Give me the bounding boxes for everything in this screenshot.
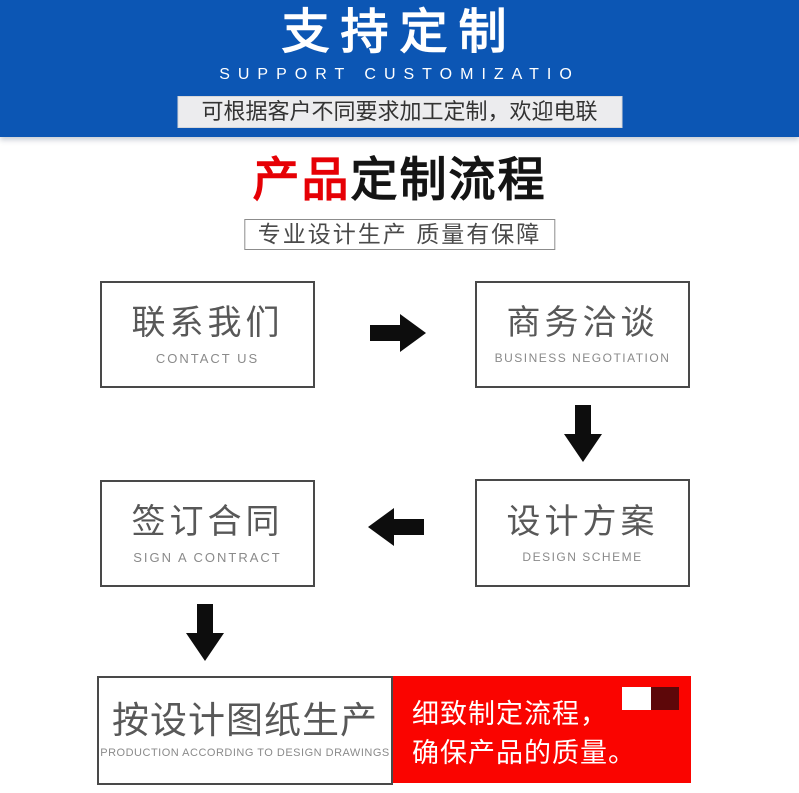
banner: 支持定制 SUPPORT CUSTOMIZATIO 可根据客户不同要求加工定制，… bbox=[0, 0, 799, 137]
flow-step-production: 按设计图纸生产 PRODUCTION ACCORDING TO DESIGN D… bbox=[97, 676, 393, 785]
step-label-zh: 按设计图纸生产 bbox=[112, 700, 378, 741]
step-label-en: BUSINESS NEGOTIATION bbox=[494, 351, 671, 365]
step-label-zh: 签订合同 bbox=[131, 502, 284, 541]
process-title: 产品定制流程 bbox=[0, 151, 799, 209]
process-title-highlight: 产品 bbox=[252, 153, 351, 206]
note-line-2: 确保产品的质量。 bbox=[412, 738, 636, 768]
arrow-down-icon bbox=[564, 405, 602, 462]
note-line-1: 细致制定流程， bbox=[412, 699, 608, 729]
step-label-zh: 商务洽谈 bbox=[506, 304, 659, 342]
flow-step-contact-us: 联系我们 CONTACT US bbox=[100, 281, 315, 388]
arrow-down-icon bbox=[186, 604, 224, 661]
production-note: 细致制定流程， 确保产品的质量。 bbox=[393, 676, 691, 783]
arrow-right-icon bbox=[370, 314, 426, 352]
banner-tagline: 可根据客户不同要求加工定制，欢迎电联 bbox=[177, 96, 622, 128]
step-label-en: DESIGN SCHEME bbox=[522, 549, 643, 564]
flow-step-sign-contract: 签订合同 SIGN A CONTRACT bbox=[100, 480, 315, 587]
step-label-zh: 联系我们 bbox=[131, 303, 284, 342]
quality-badge: 专业设计生产 质量有保障 bbox=[243, 219, 556, 250]
banner-title: 支持定制 bbox=[281, 6, 518, 59]
accent-square-maroon-icon bbox=[651, 687, 679, 710]
process-title-rest: 定制流程 bbox=[350, 153, 547, 206]
accent-square-white-icon bbox=[622, 687, 651, 710]
step-label-en: PRODUCTION ACCORDING TO DESIGN DRAWINGS bbox=[100, 747, 390, 759]
flow-step-design-scheme: 设计方案 DESIGN SCHEME bbox=[475, 479, 690, 587]
step-label-en: CONTACT US bbox=[155, 350, 260, 366]
arrow-left-icon bbox=[368, 508, 424, 546]
step-label-en: SIGN A CONTRACT bbox=[133, 549, 282, 565]
banner-subtitle: SUPPORT CUSTOMIZATIO bbox=[219, 66, 580, 83]
step-label-zh: 设计方案 bbox=[506, 502, 659, 541]
flow-step-business-negotiation: 商务洽谈 BUSINESS NEGOTIATION bbox=[475, 281, 690, 388]
